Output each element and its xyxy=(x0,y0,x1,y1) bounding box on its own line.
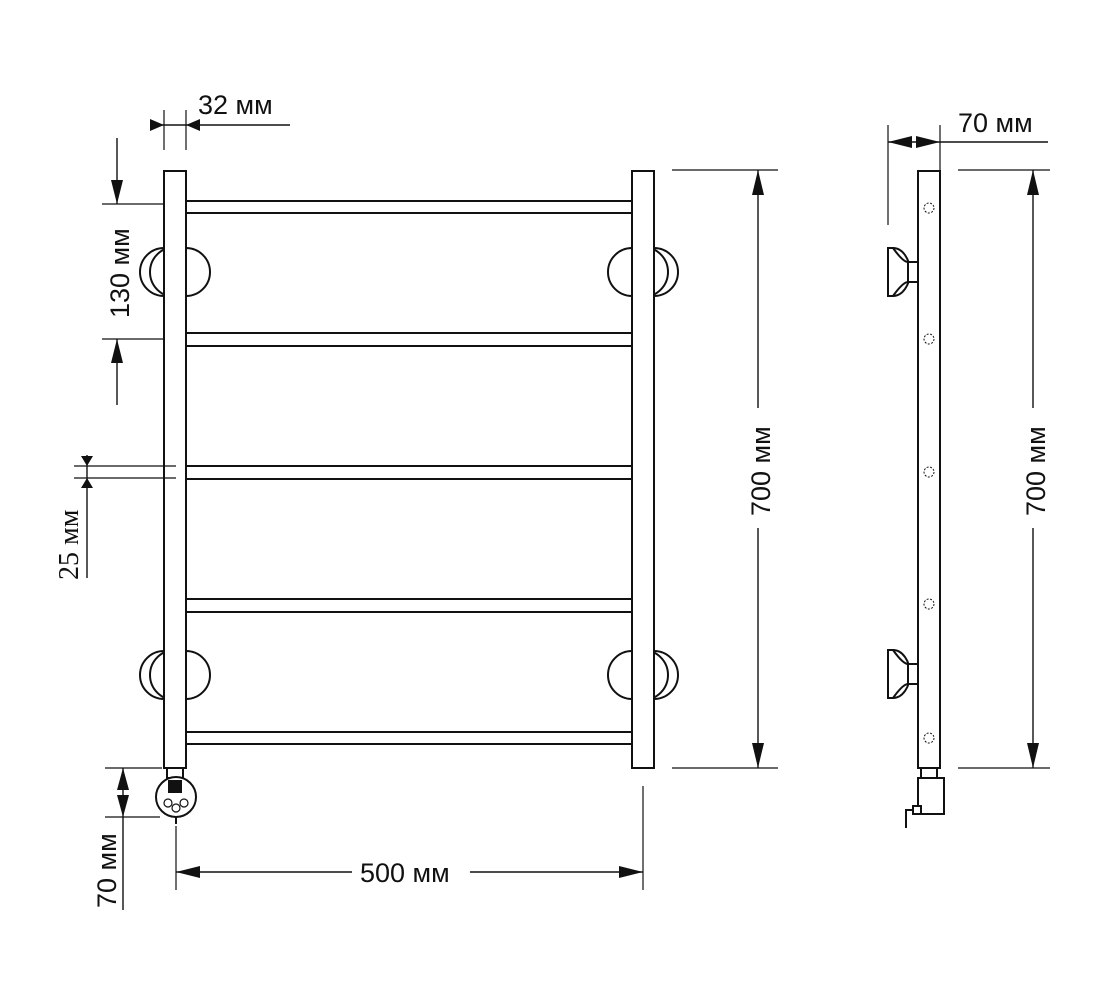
dim-width: 500 мм xyxy=(175,786,644,890)
rung-hole xyxy=(923,333,935,345)
dim-pipe-width: 32 мм xyxy=(150,90,290,150)
dim-heater-label: 70 мм xyxy=(92,833,122,908)
heating-element xyxy=(155,767,197,824)
rung-hole xyxy=(923,466,935,478)
dim-heater: 70 мм xyxy=(92,767,162,910)
loop-2 xyxy=(185,345,633,467)
front-view: 32 мм 130 мм 25 мм xyxy=(54,90,778,910)
rung-hole xyxy=(923,598,935,610)
loop-1 xyxy=(185,212,633,334)
dim-depth-label: 70 мм xyxy=(958,108,1033,138)
loop-4 xyxy=(185,611,633,733)
side-view: 70 мм 700 мм xyxy=(887,108,1051,828)
side-wall-mount-bottom xyxy=(887,649,919,699)
rung-top xyxy=(185,200,633,214)
dim-side-height-label: 700 мм xyxy=(1021,426,1051,516)
side-heating-element xyxy=(905,767,945,828)
dim-side-height: 700 мм xyxy=(958,169,1051,769)
loop-3 xyxy=(185,478,633,600)
bracket-cap-tl xyxy=(139,247,165,297)
dim-width-label: 500 мм xyxy=(360,858,450,888)
right-pipe xyxy=(631,170,655,769)
dim-top-offset-label: 130 мм xyxy=(105,228,135,318)
dim-depth: 70 мм xyxy=(887,108,1048,225)
rung-hole xyxy=(923,732,935,744)
left-pipe xyxy=(163,170,187,769)
dim-rung-height-label: 25 мм xyxy=(54,509,85,580)
dim-height-label: 700 мм xyxy=(746,426,776,516)
rung-bottom xyxy=(185,731,633,745)
dim-rung-height: 25 мм xyxy=(54,455,176,580)
rung-hole xyxy=(923,202,935,214)
side-wall-mount-top xyxy=(887,247,919,297)
dim-height: 700 мм xyxy=(672,169,778,769)
dim-pipe-width-label: 32 мм xyxy=(198,90,273,120)
dim-top-offset: 130 мм xyxy=(102,138,164,405)
